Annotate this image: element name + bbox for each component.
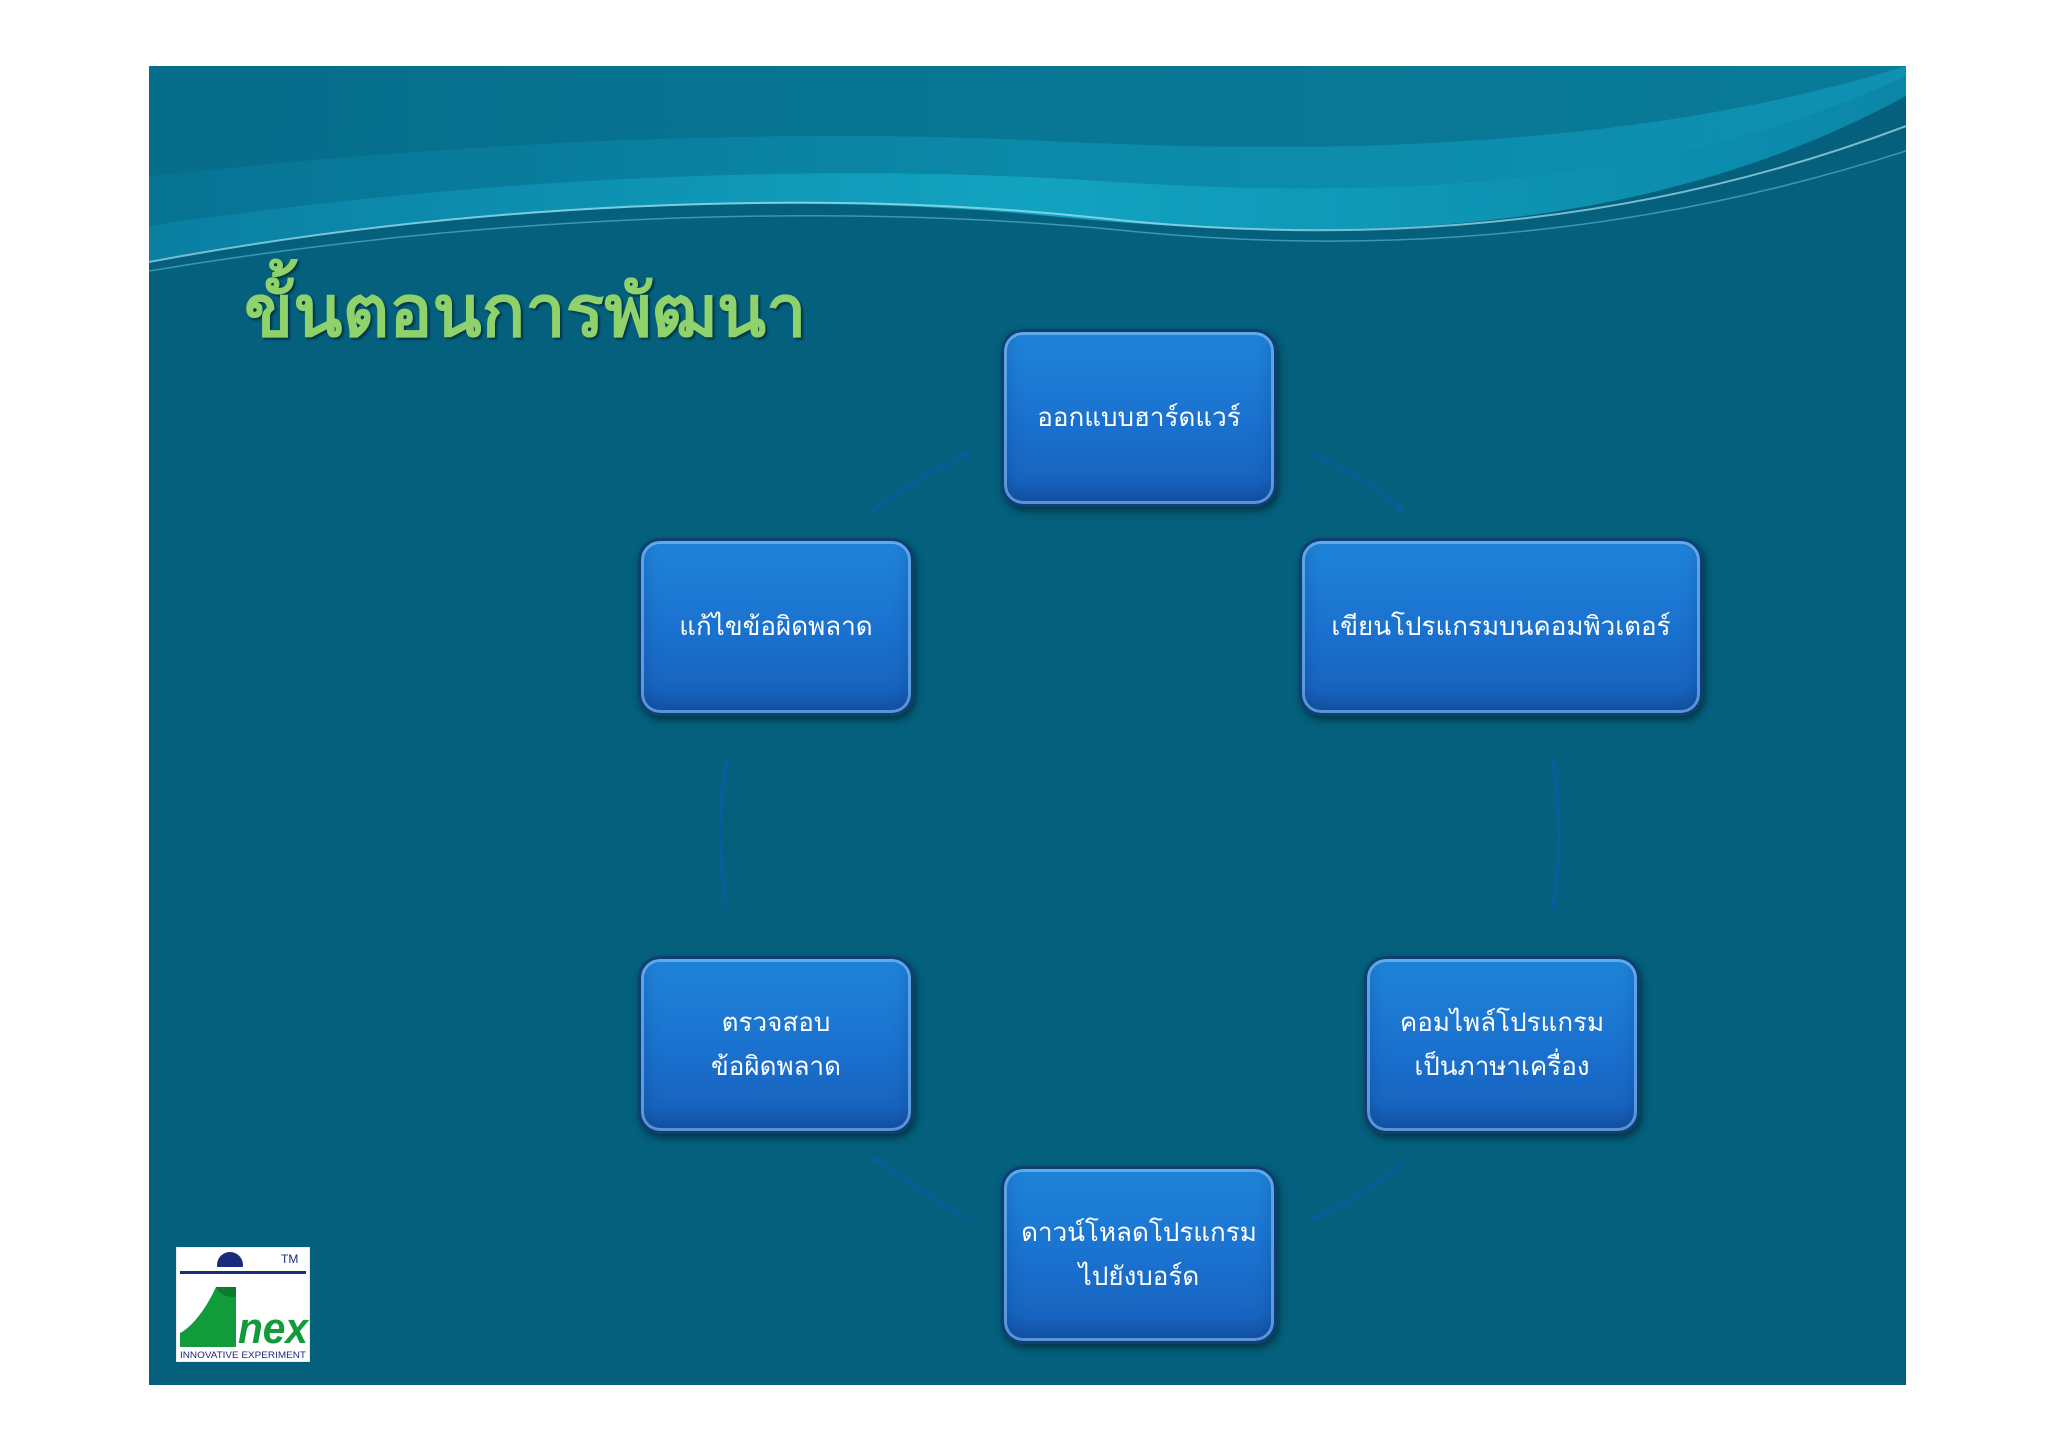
step-label: ออกแบบฮาร์ดแวร์ [1037,403,1241,433]
step-label: ดาวน์โหลดโปรแกรม ไปยังบอร์ด [1021,1218,1257,1292]
logo-tagline: INNOVATIVE EXPERIMENT [180,1350,306,1361]
step-node-design-hardware: ออกแบบฮาร์ดแวร์ [1001,329,1277,507]
logo-trademark: TM [281,1252,298,1266]
arrow-1-to-2 [1306,451,1406,514]
step-label: คอมไพล์โปรแกรม เป็นภาษาเครื่อง [1399,1008,1605,1082]
arrow-3-to-4 [1308,1160,1406,1222]
step-node-write-program: เขียนโปรแกรมบนคอมพิวเตอร์ [1299,538,1703,716]
inex-logo: nex TM INNOVATIVE EXPERIMENT [176,1247,310,1362]
step-node-fix-errors: แก้ไขข้อผิดพลาด [638,538,914,716]
header-wave-decoration [149,66,1906,272]
arrow-5-to-6 [719,759,730,910]
step-node-check-errors: ตรวจสอบ ข้อผิดพลาด [638,956,914,1134]
cycle-arrows [719,450,1561,1222]
step-node-download-to-board: ดาวน์โหลดโปรแกรม ไปยังบอร์ด [1001,1166,1277,1344]
arrow-2-to-3 [1549,757,1561,910]
logo-wordmark: nex [238,1304,309,1353]
step-node-compile-program: คอมไพล์โปรแกรม เป็นภาษาเครื่อง [1364,956,1640,1134]
arrow-6-to-1 [870,450,973,513]
slide-title: ขั้นตอนการพัฒนา [244,268,807,353]
slide: ขั้นตอนการพัฒนา ออกแบบฮาร์ดแวร์ เขียนโปร… [149,66,1906,1385]
step-label: แก้ไขข้อผิดพลาด [679,612,873,642]
arrow-4-to-5 [870,1156,970,1221]
step-label: ตรวจสอบ ข้อผิดพลาด [710,1008,842,1082]
step-label: เขียนโปรแกรมบนคอมพิวเตอร์ [1331,612,1671,642]
